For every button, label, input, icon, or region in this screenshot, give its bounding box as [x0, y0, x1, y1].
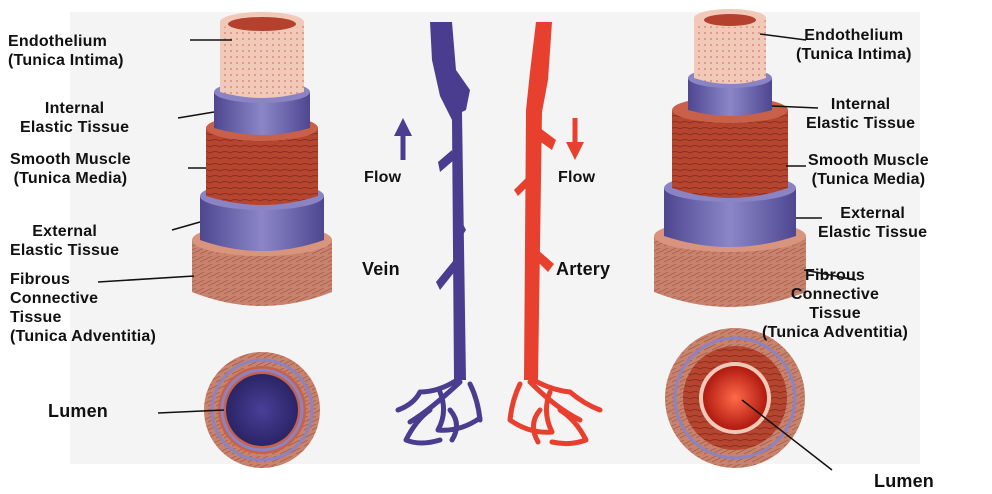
- right-endothelium-label: Endothelium (Tunica Intima): [796, 26, 912, 64]
- left-lumen-label: Lumen: [48, 402, 108, 421]
- artery-label: Artery: [556, 260, 610, 279]
- left-internal-elastic-label: Internal Elastic Tissue: [20, 99, 129, 137]
- left-fibrous-label: Fibrous Connective Tissue (Tunica Advent…: [10, 270, 156, 346]
- right-fibrous-label: Fibrous Connective Tissue (Tunica Advent…: [762, 266, 908, 342]
- vein-flow-label: Flow: [364, 168, 401, 187]
- right-smooth-muscle-label: Smooth Muscle (Tunica Media): [808, 151, 929, 189]
- artery-flow-label: Flow: [558, 168, 595, 187]
- right-external-elastic-label: External Elastic Tissue: [818, 204, 927, 242]
- right-internal-elastic-label: Internal Elastic Tissue: [806, 95, 915, 133]
- artery-lumen-cross-section: [665, 328, 805, 468]
- right-lumen-label: Lumen: [874, 472, 934, 491]
- left-smooth-muscle-label: Smooth Muscle (Tunica Media): [10, 150, 131, 188]
- left-endothelium-label: Endothelium (Tunica Intima): [8, 32, 124, 70]
- left-external-elastic-label: External Elastic Tissue: [10, 222, 119, 260]
- vein-label: Vein: [362, 260, 400, 279]
